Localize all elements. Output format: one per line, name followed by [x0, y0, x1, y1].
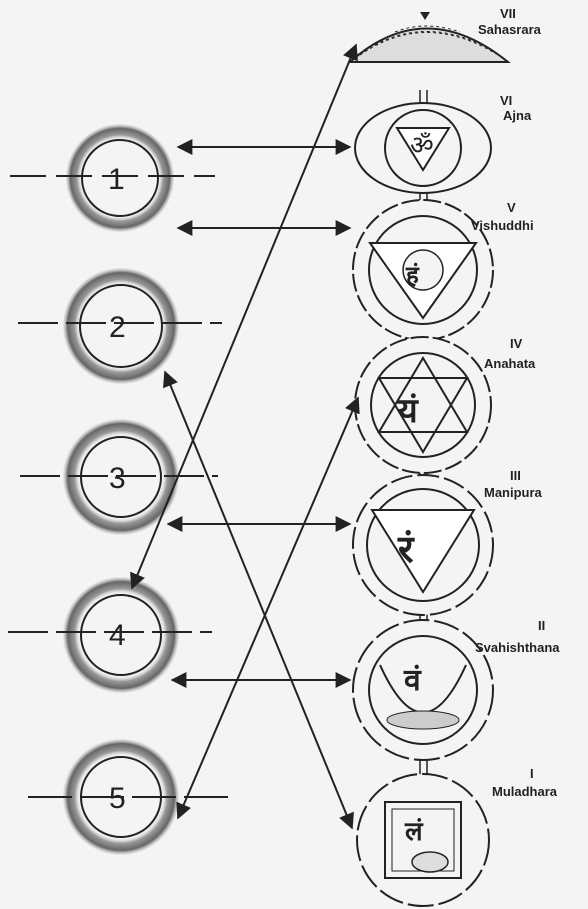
chakra-muladhara: लं I Muladhara	[357, 766, 558, 906]
chakra-name: Anahata	[484, 356, 536, 371]
chakra-name: Svahishthana	[475, 640, 560, 655]
circle-number: 5	[109, 782, 126, 815]
chakra-numeral: I	[530, 766, 534, 781]
chakra-ajna: ॐ VI Ajna	[355, 93, 532, 193]
circle-number: 4	[109, 619, 126, 652]
chakra-anahata: यं IV Anahata	[355, 336, 536, 473]
chakra-vishuddhi: हं V Vishuddhi	[353, 200, 534, 340]
circle-number: 1	[108, 163, 125, 196]
chakra-manipura: रं III Manipura	[353, 468, 543, 615]
circle-number: 3	[109, 462, 126, 495]
chakra-sahasrara: VII Sahasrara	[350, 6, 542, 62]
left-circle-3: 3	[20, 419, 218, 535]
ajna-seed-glyph: ॐ	[410, 131, 434, 161]
chakra-numeral: VI	[500, 93, 512, 108]
vishuddhi-seed-glyph: हं	[405, 260, 420, 289]
muladhara-seed-glyph: लं	[404, 817, 424, 847]
chakra-name: Manipura	[484, 485, 543, 500]
chakra-numeral: IV	[510, 336, 523, 351]
left-circle-5: 5	[28, 739, 230, 855]
svahishthana-seed-glyph: वं	[403, 663, 422, 698]
manipura-seed-glyph: रं	[397, 526, 415, 571]
chakra-numeral: V	[507, 200, 516, 215]
chakra-name: Ajna	[503, 108, 532, 123]
chakra-numeral: III	[510, 468, 521, 483]
arrow-5-anahata	[178, 398, 358, 818]
chakra-svahishthana: वं II Svahishthana	[353, 618, 560, 760]
left-circle-2: 2	[18, 268, 222, 384]
left-circle-4: 4	[8, 577, 212, 693]
chakra-name: Muladhara	[492, 784, 558, 799]
anahata-seed-glyph: यं	[397, 391, 419, 431]
elephant-icon	[412, 852, 448, 872]
chakra-name: Sahasrara	[478, 22, 542, 37]
arrow-2-muladhara	[165, 372, 352, 828]
left-circle-1: 1	[10, 124, 215, 232]
chakra-numeral: VII	[500, 6, 516, 21]
chakra-name: Vishuddhi	[471, 218, 534, 233]
chakra-numeral: II	[538, 618, 545, 633]
circle-number: 2	[109, 311, 126, 344]
